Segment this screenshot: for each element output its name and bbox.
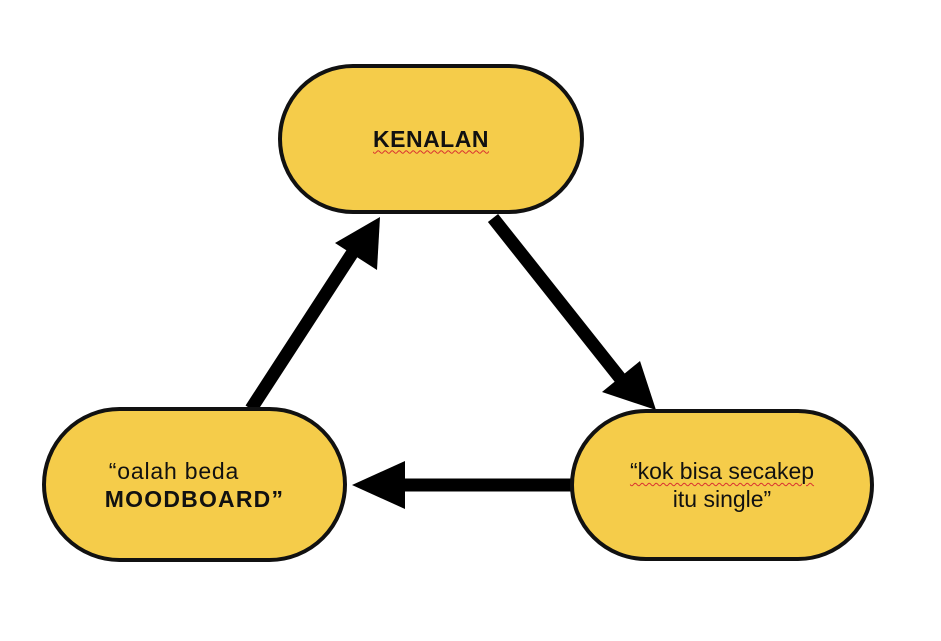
node-oalah-beda-moodboard: “oalah beda MOODBOARD” xyxy=(42,407,347,562)
node-kok-bisa-secakep-line1: “kok bisa secakep xyxy=(629,458,815,484)
node-kenalan: KENALAN xyxy=(278,64,584,214)
node-kenalan-label: KENALAN xyxy=(373,125,489,152)
node-kok-bisa-secakep: “kok bisa secakep itu single” xyxy=(570,409,874,561)
node-kok-bisa-secakep-text: “kok bisa secakep itu single” xyxy=(630,457,814,513)
node-kok-bisa-secakep-line2: itu single” xyxy=(672,486,772,512)
arrow-left-to-top xyxy=(245,217,380,413)
node-oalah-beda-line1: “oalah beda xyxy=(108,457,240,484)
arrow-right-to-left xyxy=(352,461,571,509)
node-oalah-beda-line2: MOODBOARD” xyxy=(104,485,285,512)
node-oalah-beda-moodboard-text: “oalah beda MOODBOARD” xyxy=(105,457,284,513)
arrow-top-to-right xyxy=(487,213,656,410)
